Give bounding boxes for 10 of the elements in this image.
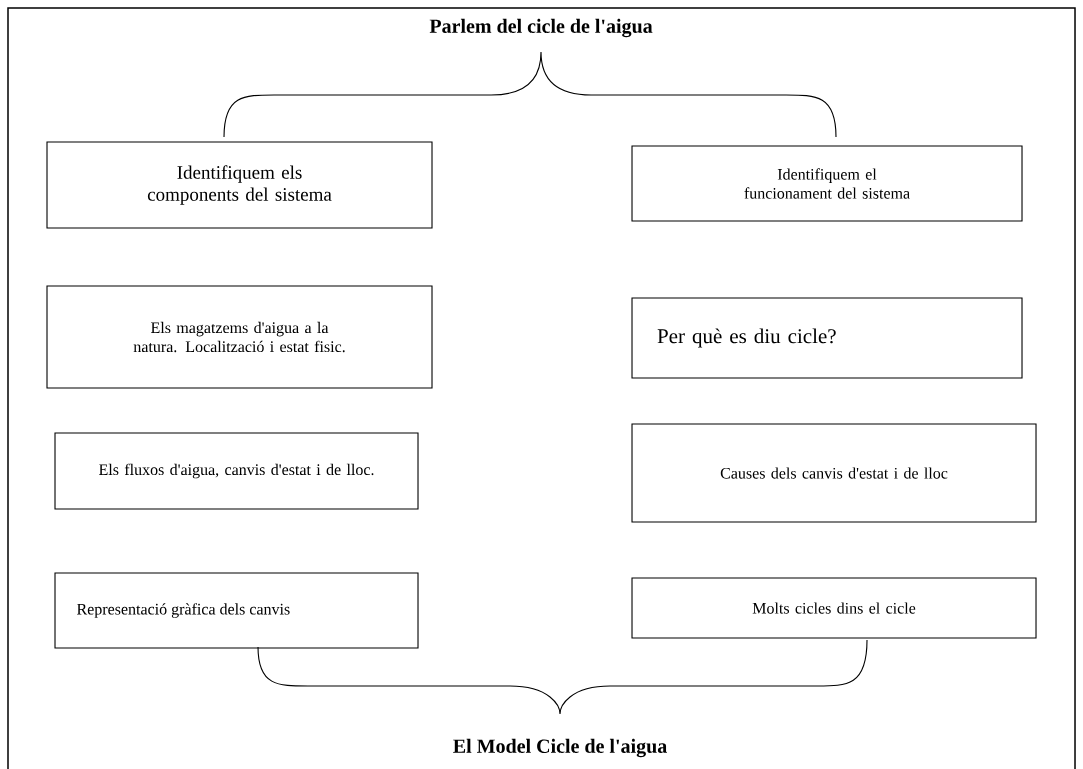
text-box: Causes dels canvis d'estat i de lloc (631, 423, 1037, 523)
text-box: Els fluxos d'aigua, canvis d'estat i de lloc. (54, 432, 419, 510)
text-box: Els magatzems d'aigua a la natura. Localització i estat fisic. (46, 285, 433, 389)
text-box: Per què es diu cicle? (631, 297, 1023, 379)
text-box: Identifiquem el funcionament del sistema (631, 145, 1023, 222)
text-box: Molts cicles dins el cicle (631, 577, 1037, 639)
text-box: Representació gràfica dels canvis (54, 572, 419, 649)
title: Parlem del cicle de l'aigua (429, 18, 653, 38)
caption: El Model Cicle de l'aigua (453, 738, 667, 758)
text-box: Identifiquem els components del sistema (46, 141, 433, 229)
